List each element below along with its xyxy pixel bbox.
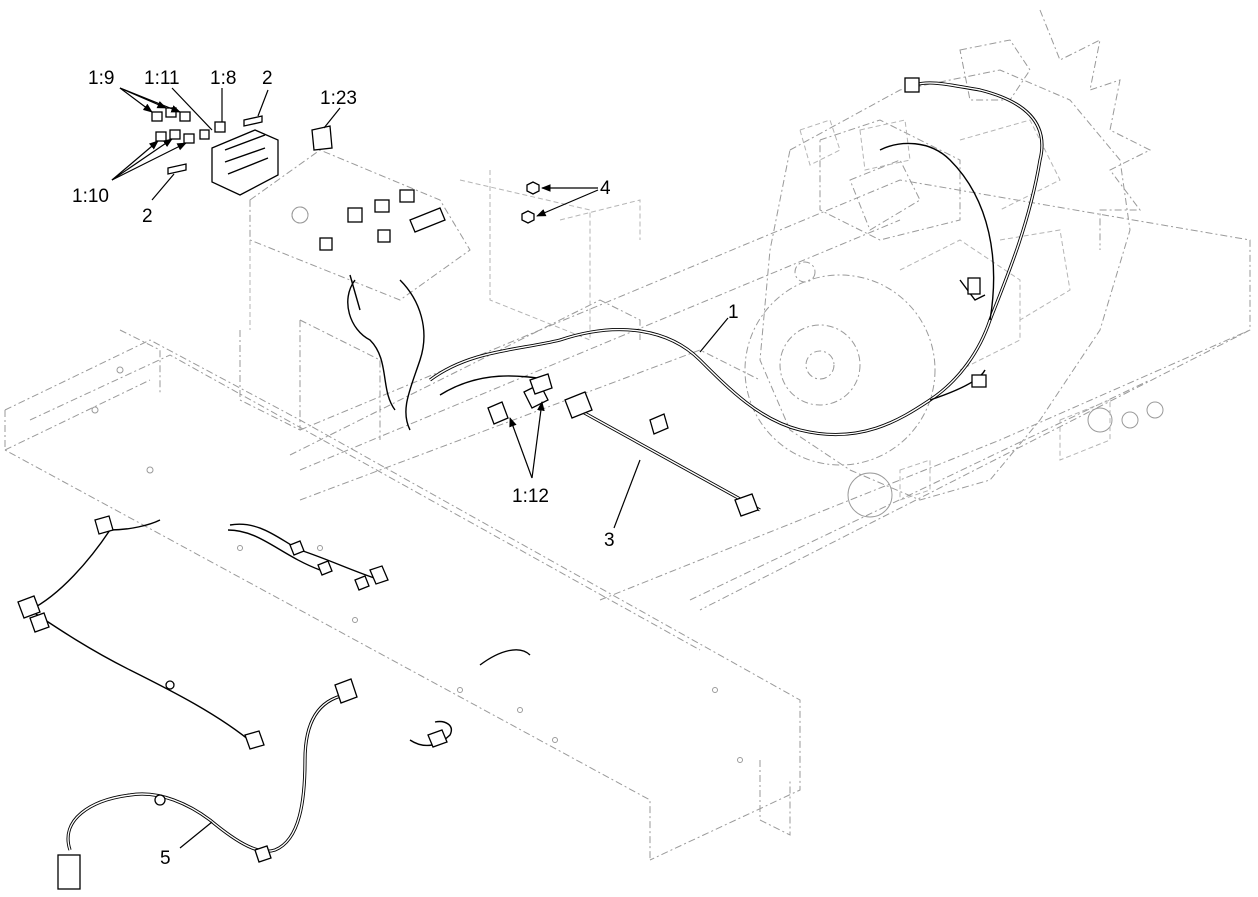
callout-1: 1 <box>728 302 739 323</box>
callout-labels: 1:9 1:11 1:8 2 1:23 1:10 2 4 1 1:12 3 5 <box>72 68 739 869</box>
callout-2-top: 2 <box>262 68 273 89</box>
harness-3 <box>564 391 761 517</box>
switch-block <box>151 107 540 224</box>
rear-harness <box>227 523 389 591</box>
callout-1-12: 1:12 <box>512 486 549 507</box>
callout-1-10: 1:10 <box>72 186 109 207</box>
callout-1-9: 1:9 <box>88 68 114 89</box>
console-panel-detail <box>291 189 446 431</box>
callout-5: 5 <box>160 848 171 869</box>
leader-lines <box>111 87 729 849</box>
callout-4: 4 <box>600 178 611 199</box>
callout-2-bottom: 2 <box>142 206 153 227</box>
engine-assembly <box>744 9 1152 501</box>
chassis-frame <box>4 149 1251 861</box>
callout-1-11: 1:11 <box>144 68 180 89</box>
callout-1-8: 1:8 <box>210 68 236 89</box>
callout-3: 3 <box>604 530 615 551</box>
main-wire-harness <box>429 77 1044 437</box>
callout-1-23: 1:23 <box>320 88 357 109</box>
connectors-1-12 <box>487 373 553 425</box>
front-harness <box>17 515 531 750</box>
harness-5 <box>57 678 358 890</box>
